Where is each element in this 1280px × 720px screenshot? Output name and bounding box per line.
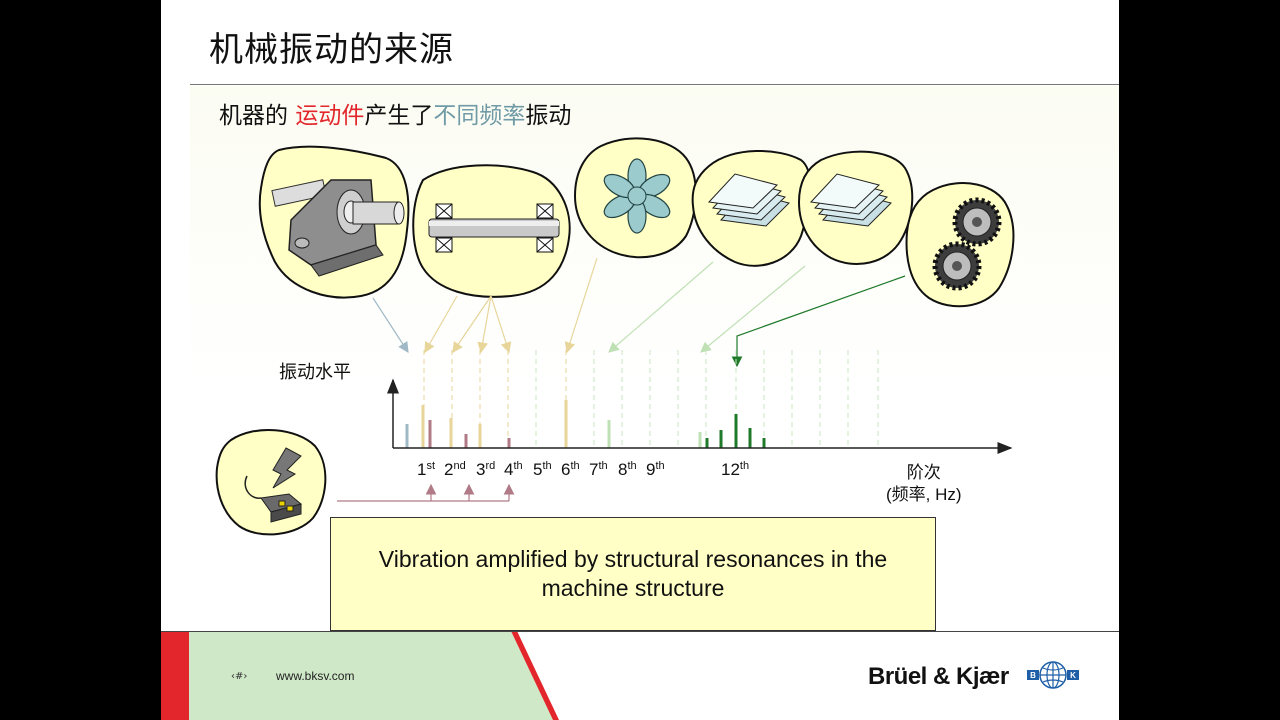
x-axis-label: 阶次 (频率, Hz)	[886, 462, 962, 506]
subtitle-highlight-frequencies: 不同频率	[433, 103, 526, 129]
order-label: 9th	[646, 460, 665, 479]
spectrum-peaks	[405, 400, 766, 448]
blades-icon	[797, 150, 914, 265]
order-label: 1st	[417, 460, 436, 479]
resonance-callout: Vibration amplified by structural resona…	[330, 517, 936, 631]
footer-background	[161, 631, 1119, 720]
title-divider	[190, 84, 1119, 85]
fan-icon	[573, 137, 697, 259]
slide-footer: ‹#› www.bksv.com Brüel & Kjær B K	[161, 631, 1119, 720]
slide-title: 机械振动的来源	[209, 30, 454, 70]
gears-icon	[905, 182, 1015, 308]
source-pointer-lines	[372, 257, 906, 368]
sensor-measurement-lines	[337, 483, 515, 502]
order-label: 3rd	[476, 460, 496, 479]
subtitle-part: 产生了	[364, 103, 434, 129]
blades-icon	[691, 149, 812, 267]
shaft-icon	[412, 164, 571, 298]
vibration-sensor-icon	[215, 429, 327, 536]
globe-logo-icon: B K	[1027, 661, 1079, 689]
slide-subtitle: 机器的 运动件产生了不同频率振动	[219, 96, 571, 130]
order-label: 7th	[589, 460, 608, 479]
x-axis-label-line2: (频率, Hz)	[886, 485, 962, 504]
subtitle-part: 振动	[525, 103, 572, 129]
order-label: 2nd	[444, 460, 466, 479]
logo-letter: B	[1030, 671, 1036, 680]
subtitle-highlight-moving-parts: 运动件	[295, 103, 365, 129]
order-label: 12th	[721, 460, 750, 479]
page-number: ‹#›	[231, 671, 248, 682]
harmonic-guides	[423, 350, 879, 448]
footer-url[interactable]: www.bksv.com	[276, 669, 355, 683]
bearing-housing-icon	[258, 145, 410, 299]
y-axis-label: 振动水平	[279, 362, 351, 383]
order-label: 8th	[618, 460, 637, 479]
brand-name: Brüel & Kjær	[868, 663, 1009, 690]
slide: 机械振动的来源 机器的 运动件产生了不同频率振动	[161, 0, 1119, 720]
logo-letter: K	[1070, 671, 1076, 680]
order-label: 5th	[533, 460, 552, 479]
vibration-source-diagram	[215, 137, 1015, 536]
x-axis-label-line1: 阶次	[906, 463, 941, 482]
order-label: 4th	[504, 460, 523, 479]
order-label: 6th	[561, 460, 580, 479]
subtitle-part: 机器的	[219, 103, 296, 129]
